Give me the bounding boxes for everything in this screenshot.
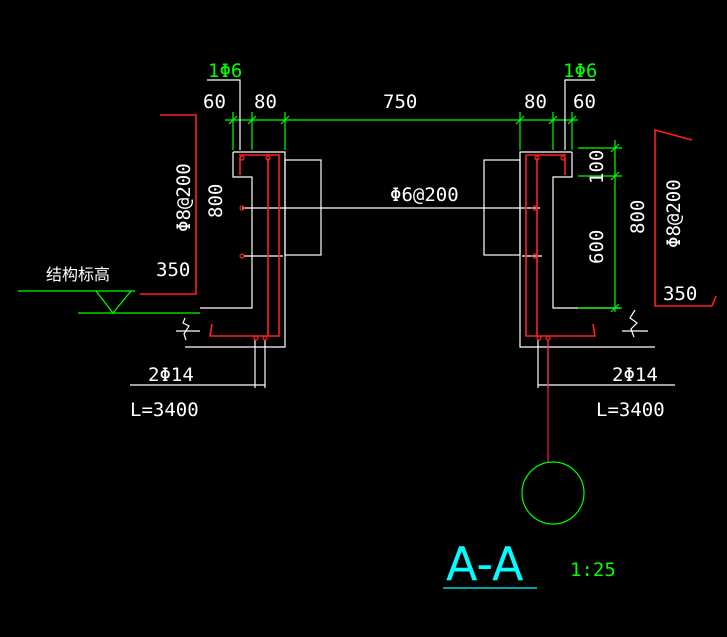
top-dimension-line [225,112,578,150]
left-rebar-dots [239,155,271,341]
dim-80-right: 80 [524,91,547,113]
bottom-bar-label-right: 2Φ14 [612,364,658,386]
tie-bar-label: Φ6@200 [390,184,459,206]
tie-bar-lines [242,207,542,257]
dim-60-left: 60 [203,91,226,113]
stirrup-label-right: 1Φ6 [563,60,597,82]
dim-80-left: 80 [254,91,277,113]
stirrup-leaders [207,79,595,150]
left-vertical-bar-label: Φ8@200 [173,163,195,232]
left-height-label: 800 [205,184,227,218]
length-label-right: L=3400 [596,399,665,421]
dim-750: 750 [383,91,417,113]
anchor-label-left: 350 [156,259,190,281]
right-rebar [525,128,717,337]
structural-elevation-label: 结构标高 [46,265,110,284]
bottom-bar-label-left: 2Φ14 [148,364,194,386]
dim-60-right: 60 [573,91,596,113]
stirrup-label-left: 1Φ6 [208,60,242,82]
right-height-label: 800 [627,200,649,234]
section-title: A-A [446,537,524,591]
right-rebar-dots [532,155,566,341]
elevation-symbol [18,290,200,314]
section-marker [521,340,585,525]
right-vertical-dimension [578,140,622,313]
scale-label: 1:25 [570,559,616,581]
left-rebar [140,114,280,337]
right-beam-outline [483,151,675,388]
right-vertical-bar-label: Φ8@200 [663,179,685,248]
anchor-label-right: 350 [663,283,697,305]
dim-100-label: 100 [586,150,608,184]
length-label-left: L=3400 [130,399,199,421]
dim-600-label: 600 [586,230,608,264]
